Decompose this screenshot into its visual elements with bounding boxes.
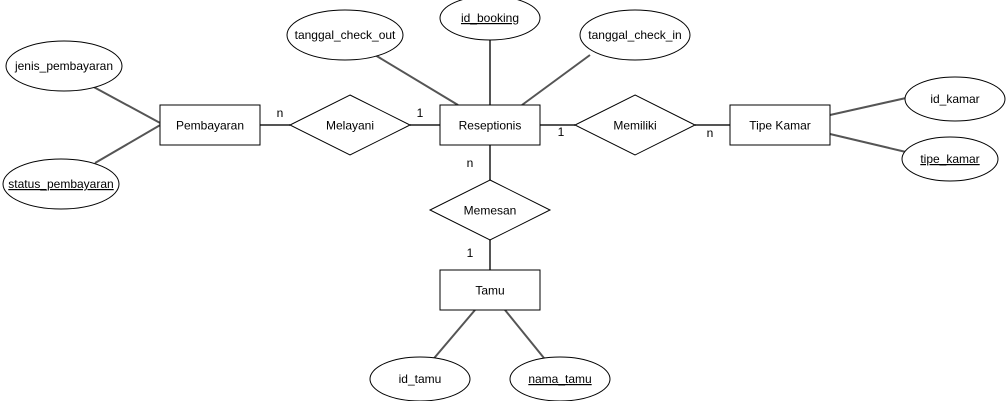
line-tanggal-check-out (374, 54, 459, 106)
attribute-id-tamu-label: id_tamu (399, 372, 442, 386)
line-nama-tamu (504, 309, 549, 364)
attribute-tanggal-check-out-label: tanggal_check_out (295, 28, 396, 42)
cardinality-reseptionis-memiliki: 1 (558, 125, 565, 139)
line-tipe-kamar-attr (829, 133, 907, 153)
attribute-status-pembayaran-label: status_pembayaran (8, 177, 113, 191)
attribute-tanggal-check-out[interactable]: tanggal_check_out (286, 9, 404, 61)
cardinality-memiliki-tipe-kamar: n (707, 126, 714, 140)
relationship-memesan-label: Memesan (464, 204, 517, 218)
attribute-tanggal-check-in-label: tanggal_check_in (588, 28, 681, 42)
attribute-tipe-kamar[interactable]: tipe_kamar (901, 136, 999, 182)
cardinality-memesan-tamu: 1 (467, 246, 474, 260)
attribute-id-booking[interactable]: id_booking (439, 0, 541, 41)
line-id-kamar (829, 97, 907, 116)
cardinality-labels: n 1 1 n n 1 (277, 106, 714, 260)
relationship-melayani-label: Melayani (326, 119, 374, 133)
entity-reseptionis-label: Reseptionis (459, 119, 522, 133)
attribute-status-pembayaran[interactable]: status_pembayaran (2, 158, 120, 210)
entity-tipe-kamar-label: Tipe Kamar (749, 119, 811, 133)
attribute-id-booking-label: id_booking (461, 11, 519, 25)
entity-tamu-label: Tamu (475, 284, 504, 298)
line-id-tamu (429, 309, 476, 364)
attribute-jenis-pembayaran-label: jenis_pembayaran (14, 59, 113, 73)
line-jenis-pembayaran (89, 84, 163, 125)
relationship-memiliki-label: Memiliki (613, 119, 656, 133)
attribute-jenis-pembayaran[interactable]: jenis_pembayaran (5, 40, 123, 92)
entity-tamu[interactable]: Tamu (439, 269, 541, 311)
relationship-memesan[interactable]: Memesan (428, 179, 552, 241)
line-status-pembayaran (94, 123, 163, 164)
relationship-melayani[interactable]: Melayani (288, 94, 412, 156)
attribute-id-kamar-label: id_kamar (930, 92, 979, 106)
attribute-tanggal-check-in[interactable]: tanggal_check_in (579, 9, 691, 61)
line-tanggal-check-in (521, 54, 591, 106)
attribute-nama-tamu[interactable]: nama_tamu (509, 356, 611, 401)
cardinality-reseptionis-memesan: n (467, 156, 474, 170)
relationship-memiliki[interactable]: Memiliki (573, 94, 697, 156)
entity-reseptionis[interactable]: Reseptionis (439, 104, 541, 146)
attribute-tipe-kamar-label: tipe_kamar (920, 152, 979, 166)
cardinality-melayani-reseptionis: 1 (417, 106, 424, 120)
entity-tipe-kamar[interactable]: Tipe Kamar (729, 104, 831, 146)
cardinality-pembayaran-melayani: n (277, 106, 284, 120)
attribute-nama-tamu-label: nama_tamu (528, 372, 591, 386)
entity-pembayaran-label: Pembayaran (176, 119, 244, 133)
entity-pembayaran[interactable]: Pembayaran (159, 104, 261, 146)
attribute-id-kamar[interactable]: id_kamar (904, 76, 1006, 122)
connectors (89, 38, 907, 364)
attribute-id-tamu[interactable]: id_tamu (369, 356, 471, 401)
